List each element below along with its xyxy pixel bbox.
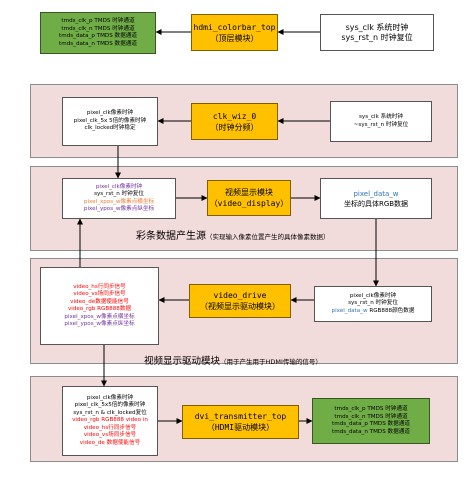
top-output-signals: tmds_clk_p TMDS 时钟通道 tmds_clk_n TMDS 时钟通…: [40, 12, 156, 54]
module-desc: （视频显示驱动模块）: [200, 302, 280, 311]
drive-input-signals: pixel_clk像素时钟 sys_rst_n 时钟复位 pixel_data_…: [314, 286, 432, 322]
signal-line: pixel_clk像素时钟: [349, 292, 397, 299]
signal-line: sys_rst_n & clk_locked复位: [73, 409, 147, 416]
signal-line: sys_rst_n 时钟复位: [94, 191, 144, 197]
signal-line: sys_rst_n 时钟复位: [341, 32, 413, 42]
display-output-signals: pixel_data_w 坐标的具体RGB数据: [320, 178, 432, 219]
video-drive-module: video_drive （视频显示驱动模块）: [189, 284, 291, 318]
dvi-output-signals: tmds_clk_p TMDS 时钟通道 tmds_clk_n TMDS 时钟通…: [312, 398, 430, 444]
module-desc: （HDMI驱动模块）: [206, 423, 275, 432]
signal-line: video_vs场同步信号: [73, 291, 126, 297]
signal-line: 坐标的具体RGB数据: [343, 199, 409, 208]
signal-rest: RGB888颜色数据: [367, 307, 415, 314]
signal-line: tmds_clk_p TMDS 时钟通道: [334, 406, 408, 412]
dvi-transmitter-module: dvi_transmitter_top （HDMI驱动模块）: [182, 405, 299, 439]
signal-line: sys_clk 系统时钟: [345, 22, 409, 32]
signal-line: pixel_data_w RGB888颜色数据: [332, 308, 415, 316]
signal-line: pixel_clk像素时钟: [95, 183, 143, 190]
signal-line: sys_clk 系统时钟: [359, 114, 403, 120]
signal-line: video_rgb RGB888 video in: [72, 417, 148, 424]
signal-line: video_rgb RGB888数据: [67, 306, 132, 312]
top-input-signals: sys_clk 系统时钟 sys_rst_n 时钟复位: [320, 14, 434, 51]
signal-line: video_hs行同步信号: [73, 283, 126, 290]
caption-note: （用于产生用于HDMI传输的信号）: [220, 358, 322, 366]
clk-wiz-module: clk_wiz_0 （时钟分频）: [191, 103, 278, 140]
hdmi-colorbar-top-module: hdmi_colorbar_top （顶层模块）: [191, 14, 278, 51]
module-desc: （时钟分频）: [210, 122, 259, 132]
clk-input-signals: sys_clk 系统时钟 ~sys_rst_n 时钟复位: [330, 101, 432, 142]
signal-line: pixel_clk_5x5倍的像素时钟: [74, 402, 146, 409]
signal-line: pixel_clk_5x 5倍的像素时钟: [73, 117, 147, 124]
signal-line: pixel_xpos_w像素点横坐标: [64, 313, 135, 320]
clk-output-signals: pixel_clk像素时钟 pixel_clk_5x 5倍的像素时钟 clk_l…: [62, 97, 158, 146]
signal-line: pixel_ypos_w像素点纵坐标: [83, 206, 155, 212]
signal-line: tmds_data_p TMDS 数据通道: [332, 421, 410, 427]
signal-line: tmds_clk_n TMDS 时钟通道: [334, 413, 408, 420]
signal-line: video_hs行同步信号: [83, 424, 137, 431]
module-name: 视频显示模块: [225, 188, 273, 197]
signal-line: tmds_data_n TMDS 数据通道: [59, 40, 137, 47]
signal-line: video_de 数据使能信号: [79, 439, 141, 446]
signal-line: pixel_ypos_w像素点纵坐标: [64, 321, 135, 327]
drive-output-signals: video_hs行同步信号 video_vs场同步信号 video_de数据使能…: [40, 267, 159, 345]
drive-caption: 视频显示驱动模块（用于产生用于HDMI传输的信号）: [144, 349, 322, 368]
signal-line: ~sys_rst_n 时钟复位: [353, 121, 409, 128]
video-display-module: 视频显示模块 （video_display）: [207, 180, 291, 216]
signal-line: pixel_xpos_w像素点横坐标: [83, 198, 155, 205]
module-desc: （video_display）: [209, 199, 289, 208]
module-name: dvi_transmitter_top: [194, 412, 287, 421]
display-input-signals: pixel_clk像素时钟 sys_rst_n 时钟复位 pixel_xpos_…: [62, 178, 176, 219]
signal-prefix: pixel_data_w: [331, 307, 368, 314]
signal-line: sys_rst_n 时钟复位: [348, 300, 398, 307]
module-name: video_drive: [213, 291, 267, 300]
module-name: clk_wiz_0: [212, 111, 257, 121]
signal-line: pixel_clk像素时钟: [86, 394, 134, 401]
signal-line: pixel_clk像素时钟: [86, 110, 134, 117]
caption-title: 彩条数据产生源: [136, 231, 206, 242]
display-caption: 彩条数据产生源（实现输入像素位置产生的具体像素数据）: [136, 224, 330, 243]
signal-line: clk_locked时钟稳定: [84, 125, 136, 132]
signal-line: tmds_clk_n TMDS 时钟通道: [61, 25, 135, 32]
module-desc: （顶层模块）: [210, 33, 259, 43]
module-name: hdmi_colorbar_top: [193, 22, 276, 32]
dvi-input-signals: pixel_clk像素时钟 pixel_clk_5x5倍的像素时钟 sys_rs…: [62, 386, 158, 456]
caption-title: 视频显示驱动模块: [144, 356, 221, 367]
signal-line: tmds_data_n TMDS 数据通道: [332, 428, 410, 435]
signal-line: pixel_data_w: [353, 189, 399, 198]
signal-line: video_de数据使能信号: [70, 298, 129, 305]
signal-line: tmds_clk_p TMDS 时钟通道: [61, 18, 135, 24]
signal-line: tmds_data_p TMDS 数据通道: [59, 33, 137, 39]
signal-line: video_vs场同步信号: [83, 432, 137, 439]
caption-note: （实现输入像素位置产生的具体像素数据）: [206, 233, 330, 241]
